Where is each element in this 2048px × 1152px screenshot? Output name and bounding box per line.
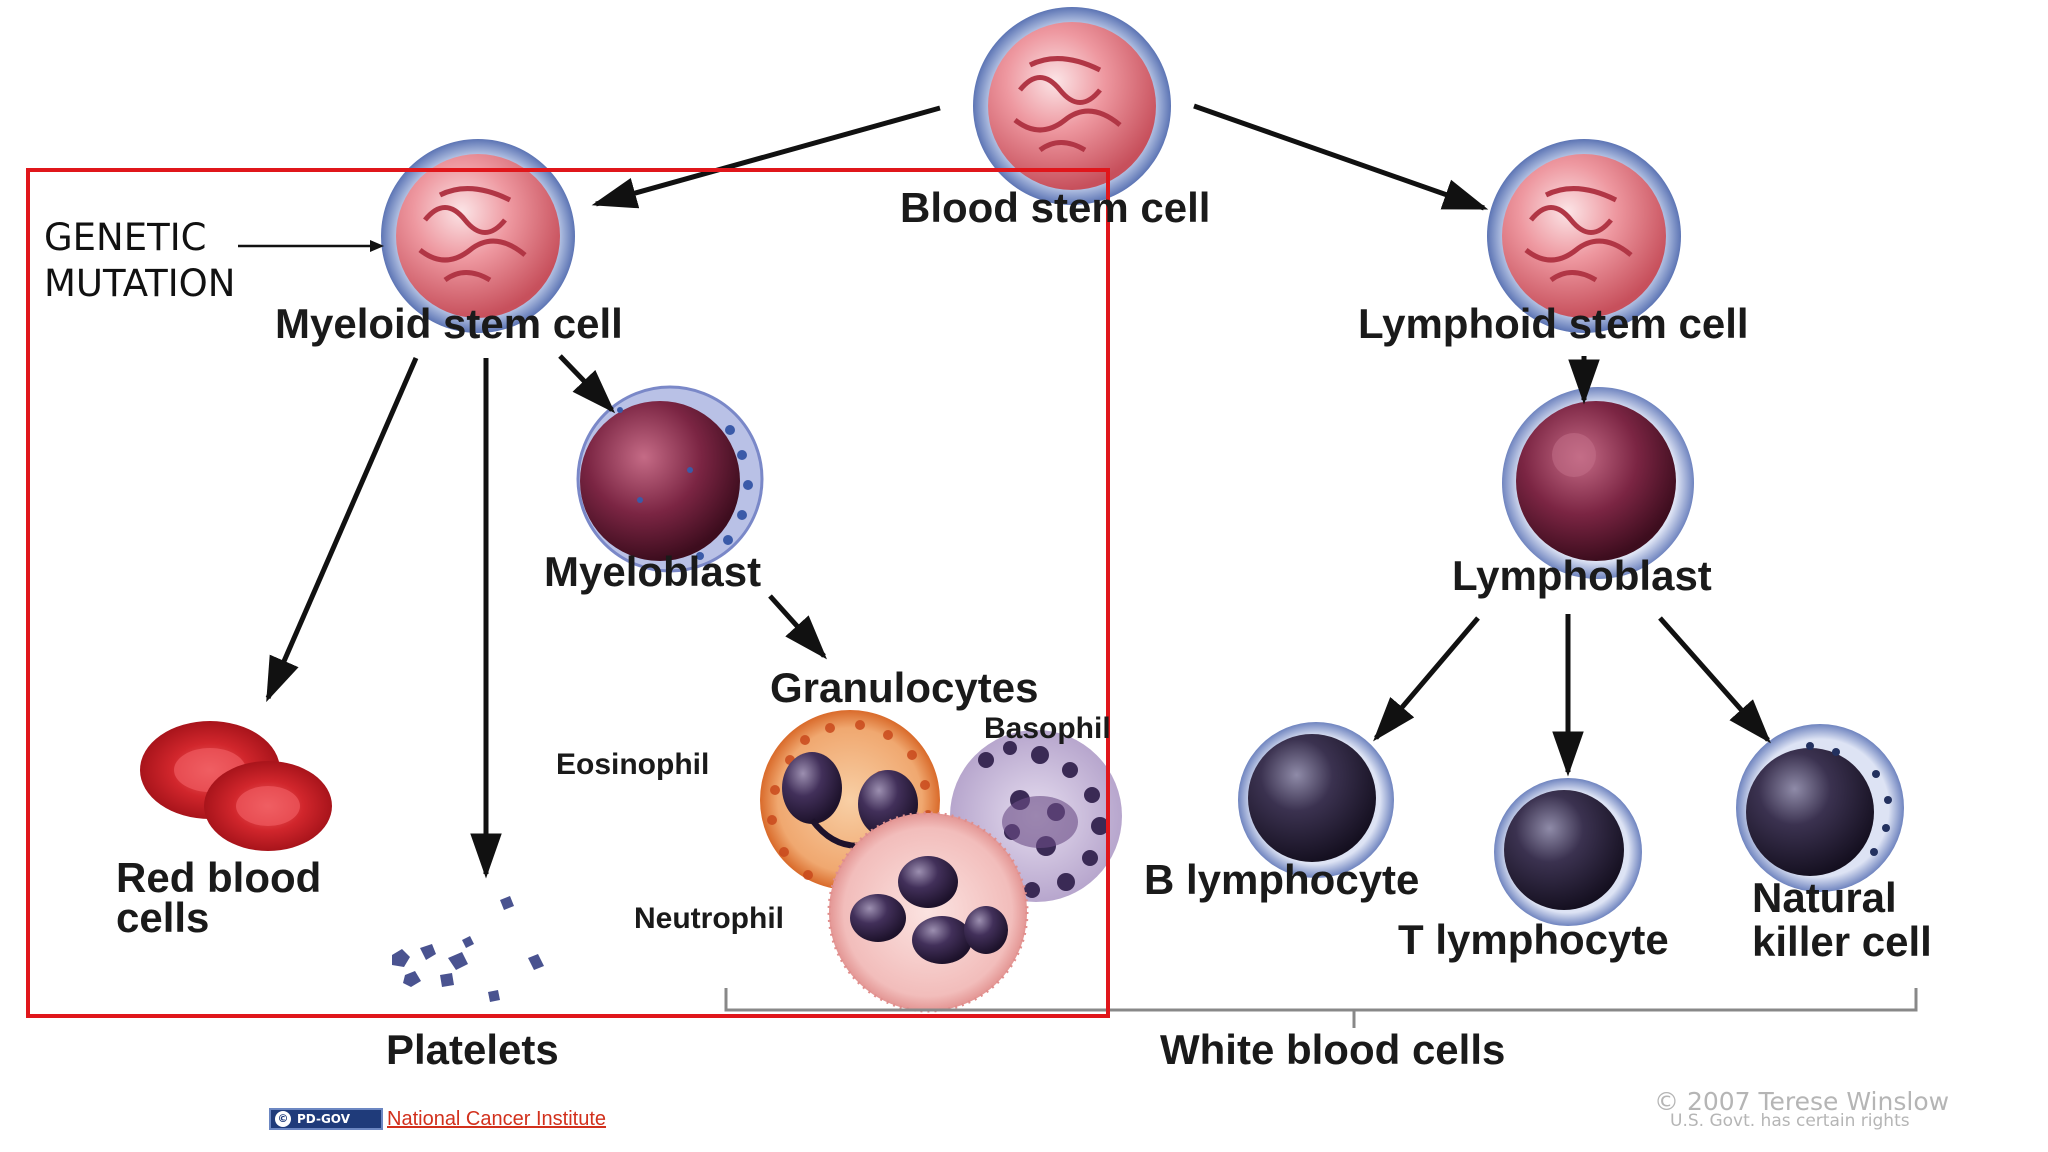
myeloblast-icon [576, 385, 764, 573]
label-granulocytes: Granulocytes [770, 664, 1038, 711]
label-killer-cell: killer cell [1752, 918, 1932, 965]
blood-stem-cell-icon [973, 7, 1171, 205]
myeloid-highlight-box [26, 168, 1110, 1018]
label-platelets: Platelets [386, 1026, 559, 1073]
label-basophil: Basophil [984, 712, 1111, 745]
copyright-line-2: U.S. Govt. has certain rights [1670, 1111, 1910, 1131]
label-mutation: MUTATION [44, 262, 236, 305]
label-blood-stem-cell: Blood stem cell [900, 184, 1210, 231]
label-b-lymphocyte: B lymphocyte [1144, 856, 1419, 903]
label-genetic: GENETIC [44, 216, 206, 259]
red-blood-cells-icon [140, 721, 332, 851]
label-eosinophil: Eosinophil [556, 748, 709, 781]
label-white-blood-cells: White blood cells [1160, 1026, 1505, 1073]
label-neutrophil: Neutrophil [634, 902, 784, 935]
genetic-mutation-arrow [238, 240, 384, 252]
myeloid-stem-cell-icon [381, 139, 575, 333]
public-domain-icon: © [275, 1111, 291, 1127]
natural-killer-cell-icon [1736, 724, 1904, 892]
b-lymphocyte-icon [1238, 722, 1394, 878]
source-link[interactable]: National Cancer Institute [387, 1107, 607, 1130]
t-lymphocyte-icon [1494, 778, 1642, 926]
neutrophil-icon [827, 811, 1029, 1013]
copyright-line-1: © 2007 Terese Winslow [1654, 1087, 1949, 1116]
label-myeloid-stem-cell: Myeloid stem cell [275, 300, 623, 347]
label-t-lymphocyte: T lymphocyte [1398, 916, 1669, 963]
lymphoid-stem-cell-icon [1487, 139, 1681, 333]
label-cells: cells [116, 894, 209, 941]
arrows [265, 103, 1771, 879]
label-lymphoid-stem-cell: Lymphoid stem cell [1358, 300, 1749, 347]
platelets-icon [392, 896, 544, 1002]
white-blood-cells-bracket [724, 988, 1918, 1028]
label-myeloblast: Myeloblast [544, 548, 761, 595]
label-red-blood: Red blood [116, 854, 321, 901]
label-lymphoblast: Lymphoblast [1452, 552, 1712, 599]
badge-label: PD-GOV [297, 1112, 350, 1126]
label-natural: Natural [1752, 874, 1897, 921]
image-credit: © PD-GOV National Cancer Institute [269, 1106, 606, 1132]
lymphoblast-icon [1502, 387, 1694, 579]
public-domain-badge: © PD-GOV [269, 1108, 383, 1130]
